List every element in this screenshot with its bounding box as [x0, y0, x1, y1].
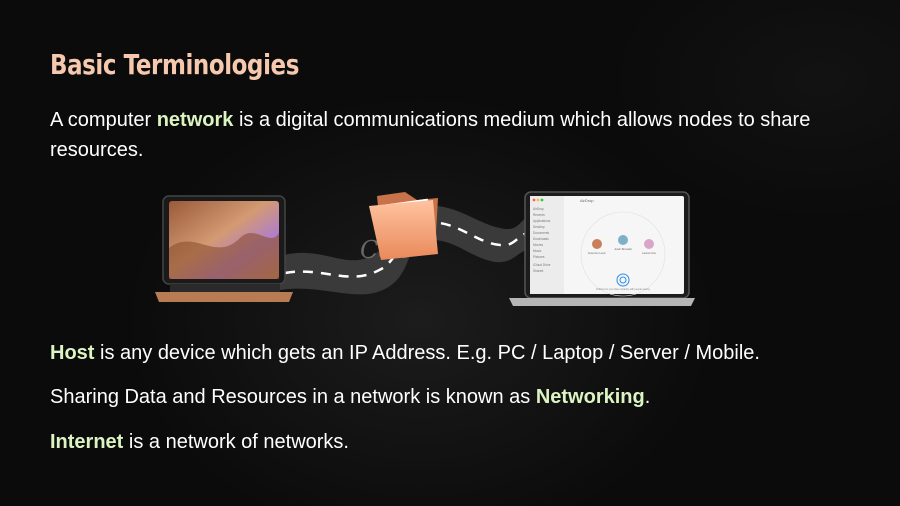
- keyword-internet: Internet: [50, 431, 124, 453]
- folder-icon: [369, 192, 438, 260]
- finder-sidebar: [530, 196, 564, 294]
- text-segment: is any device which gets an IP Address. …: [94, 342, 760, 364]
- sidebar-item: Downloads: [533, 237, 549, 241]
- airdrop-caption: AirDrop lets you share instantly with pe…: [596, 288, 651, 291]
- contact-name: Justin Bonvalet: [614, 247, 632, 251]
- text-segment: A computer: [50, 109, 157, 131]
- internet-definition: Internet is a network of networks.: [50, 427, 850, 457]
- contact-name: Emerson Lupin: [588, 251, 606, 255]
- text-segment: is a digital communications medium which…: [50, 109, 811, 161]
- slide-title: Basic Terminologies: [50, 48, 299, 81]
- left-laptop: [155, 195, 293, 302]
- keyword-network: network: [156, 109, 234, 131]
- sidebar-item: Desktop: [533, 225, 545, 229]
- sidebar-item: Documents: [533, 231, 550, 235]
- airdrop-icon: [616, 273, 630, 287]
- contact-avatar: [592, 239, 602, 249]
- network-definition: A computer network is a digital communic…: [50, 105, 850, 165]
- networking-definition: Sharing Data and Resources in a network …: [50, 382, 850, 412]
- sidebar-item: Applications: [533, 219, 551, 223]
- sidebar-item: Movies: [533, 243, 544, 247]
- sidebar-item: Music: [533, 249, 542, 253]
- text-segment: Sharing Data and Resources in a network …: [50, 386, 536, 408]
- text-segment: is a network of networks.: [123, 431, 349, 453]
- sidebar-item: Pictures: [533, 255, 545, 259]
- sidebar-item: Recents: [533, 213, 545, 217]
- keyword-host: Host: [50, 342, 95, 364]
- sidebar-item: Shared: [533, 269, 544, 273]
- window-title: AirDrop: [580, 198, 594, 203]
- contact-avatar: [644, 239, 654, 249]
- text-segment: .: [644, 386, 651, 408]
- host-definition: Host is any device which gets an IP Addr…: [50, 338, 850, 368]
- file-transfer-illustration: Can AirDrop AirDrop Recents Applications…: [155, 191, 695, 306]
- contact-name: Laura Irvine: [642, 251, 656, 255]
- right-laptop: AirDrop AirDrop Recents Applications Des…: [509, 191, 695, 306]
- sidebar-item: iCloud Drive: [533, 263, 551, 267]
- sidebar-item: AirDrop: [533, 207, 544, 211]
- keyword-networking: Networking: [535, 386, 645, 408]
- contact-avatar: [618, 235, 628, 245]
